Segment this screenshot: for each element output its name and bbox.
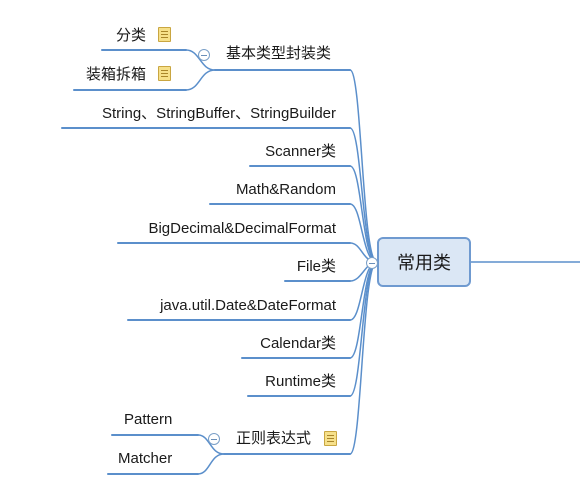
- node-scanner[interactable]: Scanner类: [265, 143, 336, 160]
- note-icon[interactable]: [158, 66, 171, 81]
- node-basic-wrappers[interactable]: 基本类型封装类: [226, 45, 332, 62]
- connector-matcher: [197, 453, 225, 475]
- node-regex[interactable]: 正则表达式: [236, 430, 312, 447]
- collapse-toggle-icon[interactable]: [208, 433, 220, 445]
- connector-runtime: [349, 261, 378, 397]
- collapse-toggle-icon[interactable]: [198, 49, 210, 61]
- node-pattern[interactable]: Pattern: [124, 411, 173, 428]
- node-math[interactable]: Math&Random: [235, 181, 336, 198]
- central-topic[interactable]: 常用类: [377, 237, 471, 287]
- node-boxing[interactable]: 装箱拆箱: [86, 66, 147, 83]
- central-topic-label: 常用类: [397, 253, 451, 273]
- collapse-toggle-icon[interactable]: [366, 257, 378, 269]
- node-date[interactable]: java.util.Date&DateFormat: [160, 297, 336, 314]
- connector-boxing: [185, 69, 216, 91]
- connector-string: [349, 127, 378, 263]
- node-runtime[interactable]: Runtime类: [265, 373, 336, 390]
- note-icon[interactable]: [324, 431, 337, 446]
- node-calendar[interactable]: Calendar类: [260, 335, 336, 352]
- connector-basic-wrappers: [349, 69, 378, 263]
- node-category[interactable]: 分类: [116, 27, 147, 44]
- connector-pattern: [197, 434, 225, 455]
- node-string[interactable]: String、StringBuffer、StringBuilder: [102, 105, 336, 122]
- node-bigdecimal[interactable]: BigDecimal&DecimalFormat: [148, 220, 336, 237]
- node-file[interactable]: File类: [296, 258, 336, 275]
- node-matcher[interactable]: Matcher: [118, 450, 173, 467]
- connector-regex: [349, 261, 378, 455]
- note-icon[interactable]: [158, 27, 171, 42]
